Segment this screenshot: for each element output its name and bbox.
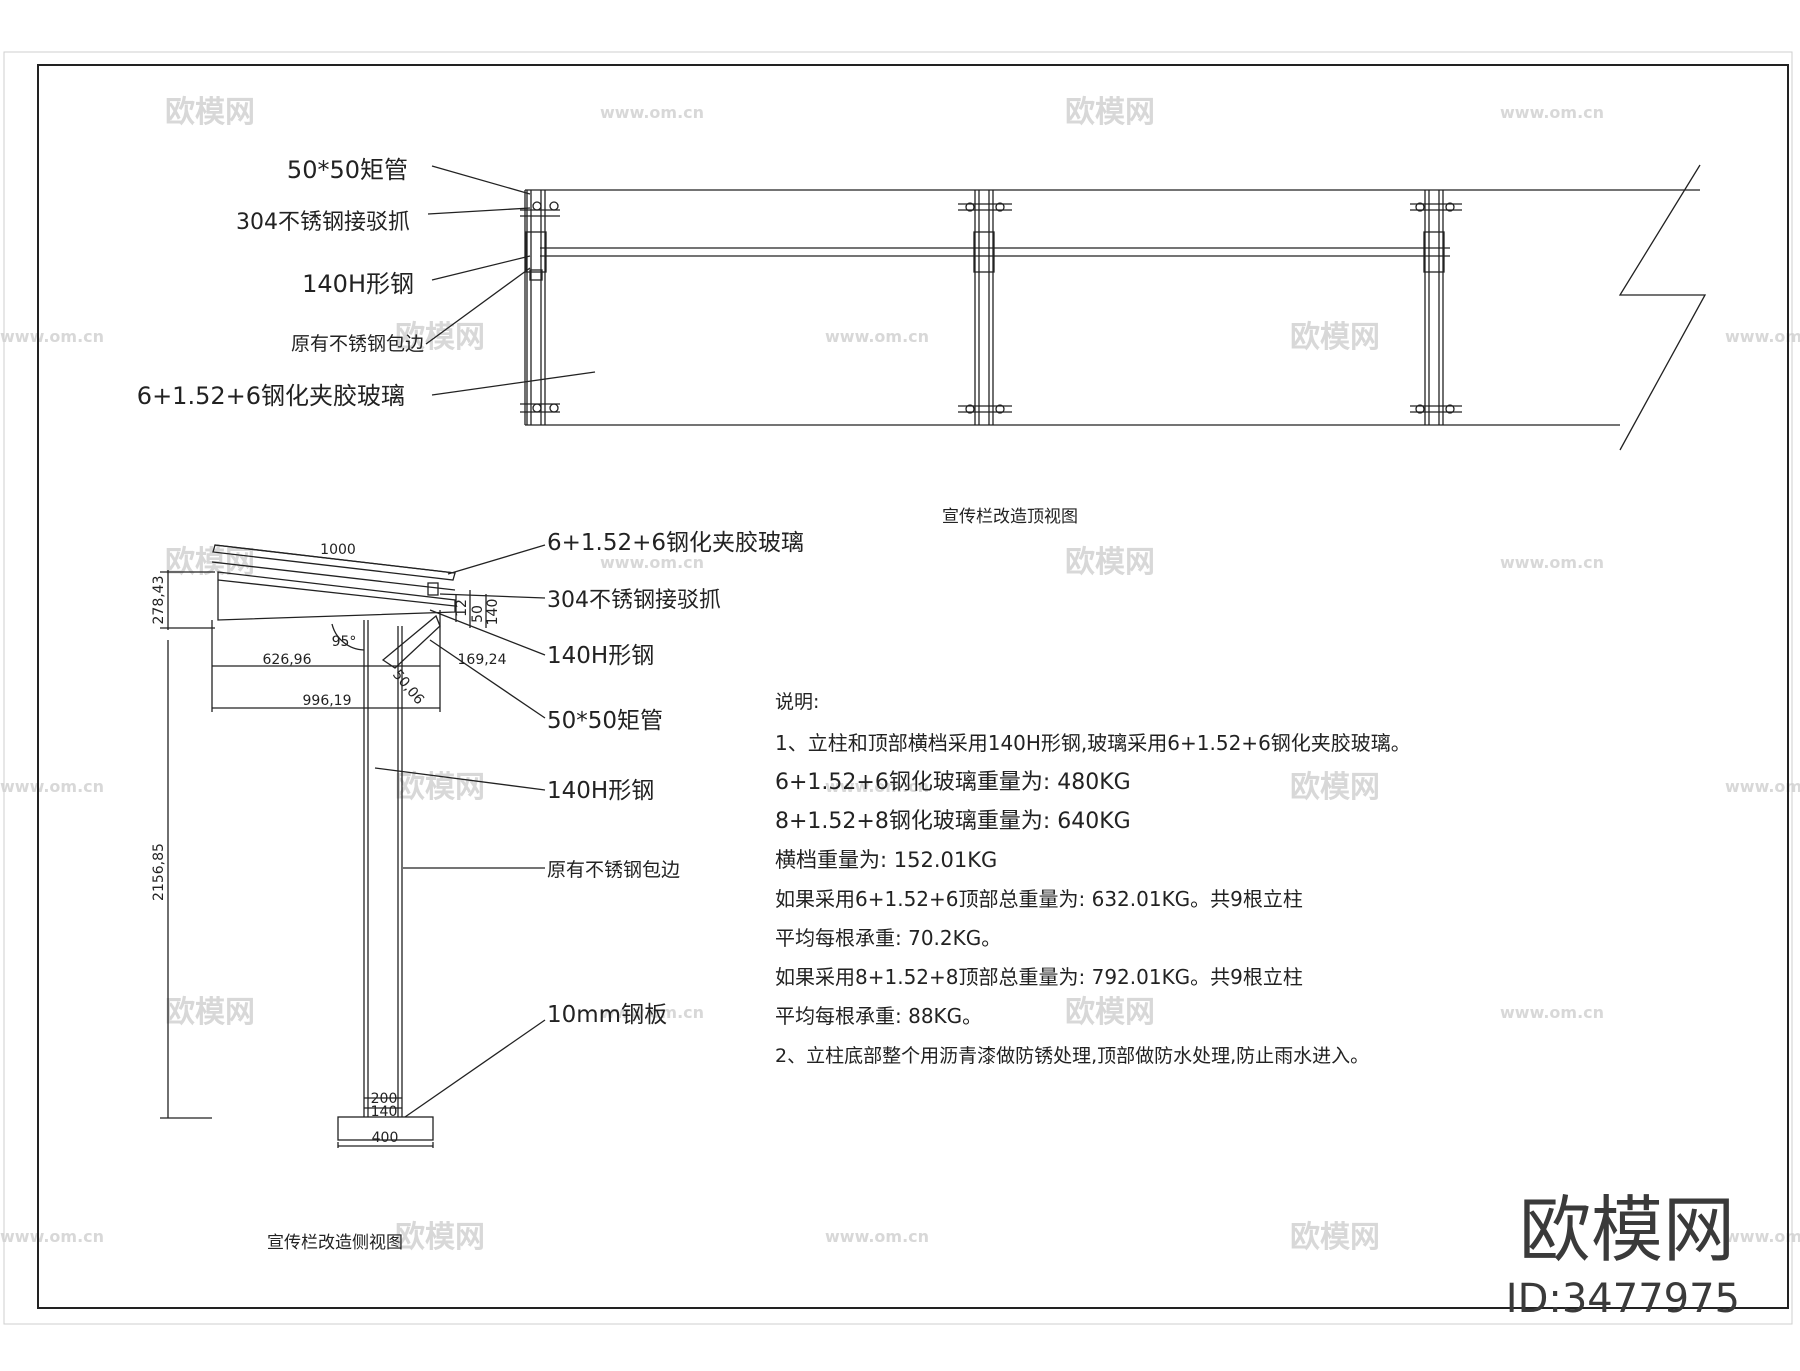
label-tube: 50*50矩管 bbox=[287, 156, 408, 184]
watermark-url: www.om.cn bbox=[0, 777, 104, 796]
brand-logo-text: 欧模网 bbox=[1519, 1188, 1735, 1272]
dim-text-1000: 1000 bbox=[320, 542, 356, 558]
note-line: 如果采用6+1.52+6顶部总重量为: 632.01KG。共9根立柱 bbox=[775, 887, 1303, 911]
watermark-brand: 欧模网 bbox=[165, 995, 255, 1030]
base-plate bbox=[337, 1116, 434, 1141]
leader-hbeam-top bbox=[429, 609, 546, 656]
label-glass: 6+1.52+6钢化夹胶玻璃 bbox=[137, 382, 405, 410]
side-label-plate: 10mm钢板 bbox=[547, 1002, 667, 1028]
dim-text-200: 200 bbox=[371, 1091, 398, 1107]
leader-glass bbox=[431, 371, 596, 396]
top-view-title: 宣传栏改造顶视图 bbox=[942, 507, 1078, 527]
watermark-url: www.om.cn bbox=[0, 327, 104, 346]
watermark-url: www.om.cn bbox=[1500, 103, 1604, 122]
side-view-title: 宣传栏改造侧视图 bbox=[267, 1233, 403, 1253]
watermark-brand: 欧模网 bbox=[1065, 545, 1155, 580]
dim-text-140-base: 140 bbox=[371, 1104, 398, 1120]
post-3 bbox=[1410, 190, 1462, 425]
side-label-tube: 50*50矩管 bbox=[547, 708, 663, 734]
watermark-brand: 欧模网 bbox=[395, 320, 485, 355]
leader-plate bbox=[404, 1019, 546, 1118]
note-line: 2、立柱底部整个用沥青漆做防锈处理,顶部做防水处理,防止雨水进入。 bbox=[775, 1045, 1369, 1067]
leader-tube bbox=[431, 165, 531, 195]
watermark-brand: 欧模网 bbox=[1065, 995, 1155, 1030]
label-edge: 原有不锈钢包边 bbox=[291, 333, 424, 355]
dim-text-400: 400 bbox=[372, 1130, 399, 1146]
watermark-brand: 欧模网 bbox=[395, 770, 485, 805]
leader-clamp bbox=[427, 207, 531, 215]
background-watermarks: 欧模网 www.om.cn 欧模网 www.om.cn www.om.cn 欧模… bbox=[0, 95, 1800, 1255]
watermark-url: www.om.cn bbox=[1500, 1003, 1604, 1022]
dim-text-996: 996,19 bbox=[303, 693, 352, 709]
break-line bbox=[1618, 164, 1707, 451]
dim-text-626: 626,96 bbox=[263, 652, 312, 668]
watermark-url: www.om.cn bbox=[1725, 777, 1800, 796]
note-line: 平均每根承重: 70.2KG。 bbox=[775, 926, 1001, 950]
post-1 bbox=[520, 190, 560, 425]
watermark-brand: 欧模网 bbox=[165, 95, 255, 130]
top-view bbox=[425, 164, 1707, 451]
watermark-brand: 欧模网 bbox=[1290, 770, 1380, 805]
side-label-edge: 原有不锈钢包边 bbox=[547, 859, 680, 881]
side-label-glass: 6+1.52+6钢化夹胶玻璃 bbox=[547, 530, 804, 556]
post-2 bbox=[958, 190, 1012, 425]
watermark-url: www.om.cn bbox=[0, 1227, 104, 1246]
dim-text-2156: 2156,85 bbox=[151, 843, 167, 901]
brace-tube bbox=[381, 614, 441, 669]
side-view bbox=[160, 544, 546, 1148]
leader-glass bbox=[447, 544, 546, 575]
leader-clamp bbox=[439, 593, 546, 599]
watermark-brand: 欧模网 bbox=[1065, 95, 1155, 130]
watermark-brand: 欧模网 bbox=[1290, 320, 1380, 355]
note-line: 1、立柱和顶部横档采用140H形钢,玻璃采用6+1.52+6钢化夹胶玻璃。 bbox=[775, 731, 1411, 755]
watermark-url: www.om.cn bbox=[1725, 1227, 1800, 1246]
brand-watermark: 欧模网 ID:3477975 bbox=[1506, 1188, 1740, 1322]
watermark-brand: 欧模网 bbox=[395, 1220, 485, 1255]
side-label-hbeam-top: 140H形钢 bbox=[547, 643, 654, 669]
angle-arc bbox=[331, 623, 365, 651]
side-view-labels: 6+1.52+6钢化夹胶玻璃 304不锈钢接驳抓 140H形钢 50*50矩管 … bbox=[267, 530, 804, 1253]
notes: 说明: 1、立柱和顶部横档采用140H形钢,玻璃采用6+1.52+6钢化夹胶玻璃… bbox=[775, 691, 1411, 1067]
dim-text-5006: 50,06 bbox=[389, 667, 427, 708]
dim-text-140-top: 140 bbox=[485, 599, 501, 626]
note-line: 平均每根承重: 88KG。 bbox=[775, 1004, 982, 1028]
leader-hbeam bbox=[431, 255, 531, 281]
watermark-url: www.om.cn bbox=[1500, 553, 1604, 572]
inner-frame bbox=[37, 64, 1789, 1309]
watermark-url: www.om.cn bbox=[825, 1227, 929, 1246]
dim-text-angle: 95° bbox=[332, 634, 357, 650]
note-line: 横档重量为: 152.01KG bbox=[775, 848, 997, 872]
watermark-url: www.om.cn bbox=[1725, 327, 1800, 346]
side-label-hbeam-post: 140H形钢 bbox=[547, 778, 654, 804]
watermark-url: www.om.cn bbox=[600, 553, 704, 572]
top-crossbeam bbox=[217, 571, 456, 621]
watermark-url: www.om.cn bbox=[825, 777, 929, 796]
dim-text-278: 278,43 bbox=[151, 576, 167, 625]
watermark-url: www.om.cn bbox=[600, 103, 704, 122]
label-clamp: 304不锈钢接驳抓 bbox=[236, 210, 410, 235]
outer-frame bbox=[3, 51, 1793, 1325]
dim-text-50: 50 bbox=[470, 605, 486, 623]
dim-text-169: 169,24 bbox=[458, 652, 507, 668]
watermark-url: www.om.cn bbox=[600, 1003, 704, 1022]
side-label-clamp: 304不锈钢接驳抓 bbox=[547, 588, 721, 613]
model-id: ID:3477975 bbox=[1506, 1276, 1740, 1322]
clamp-box bbox=[427, 582, 439, 596]
leader-tube bbox=[429, 639, 546, 719]
label-hbeam: 140H形钢 bbox=[302, 270, 414, 298]
leader-hbeam-post bbox=[374, 767, 546, 791]
side-view-dimensions: 1000 278,43 626,96 169,24 996,19 50,06 2… bbox=[151, 542, 507, 1146]
top-view-labels: 50*50矩管 304不锈钢接驳抓 140H形钢 原有不锈钢包边 6+1.52+… bbox=[137, 156, 1078, 527]
note-line: 如果采用8+1.52+8顶部总重量为: 792.01KG。共9根立柱 bbox=[775, 965, 1303, 989]
leader-edge bbox=[425, 267, 531, 345]
dim-1000 bbox=[214, 544, 456, 574]
notes-heading: 说明: bbox=[775, 691, 819, 713]
watermark-brand: 欧模网 bbox=[1290, 1220, 1380, 1255]
note-line: 6+1.52+6钢化玻璃重量为: 480KG bbox=[775, 770, 1131, 795]
dim-text-12: 12 bbox=[454, 599, 470, 617]
note-line: 8+1.52+8钢化玻璃重量为: 640KG bbox=[775, 809, 1131, 834]
watermark-url: www.om.cn bbox=[825, 327, 929, 346]
